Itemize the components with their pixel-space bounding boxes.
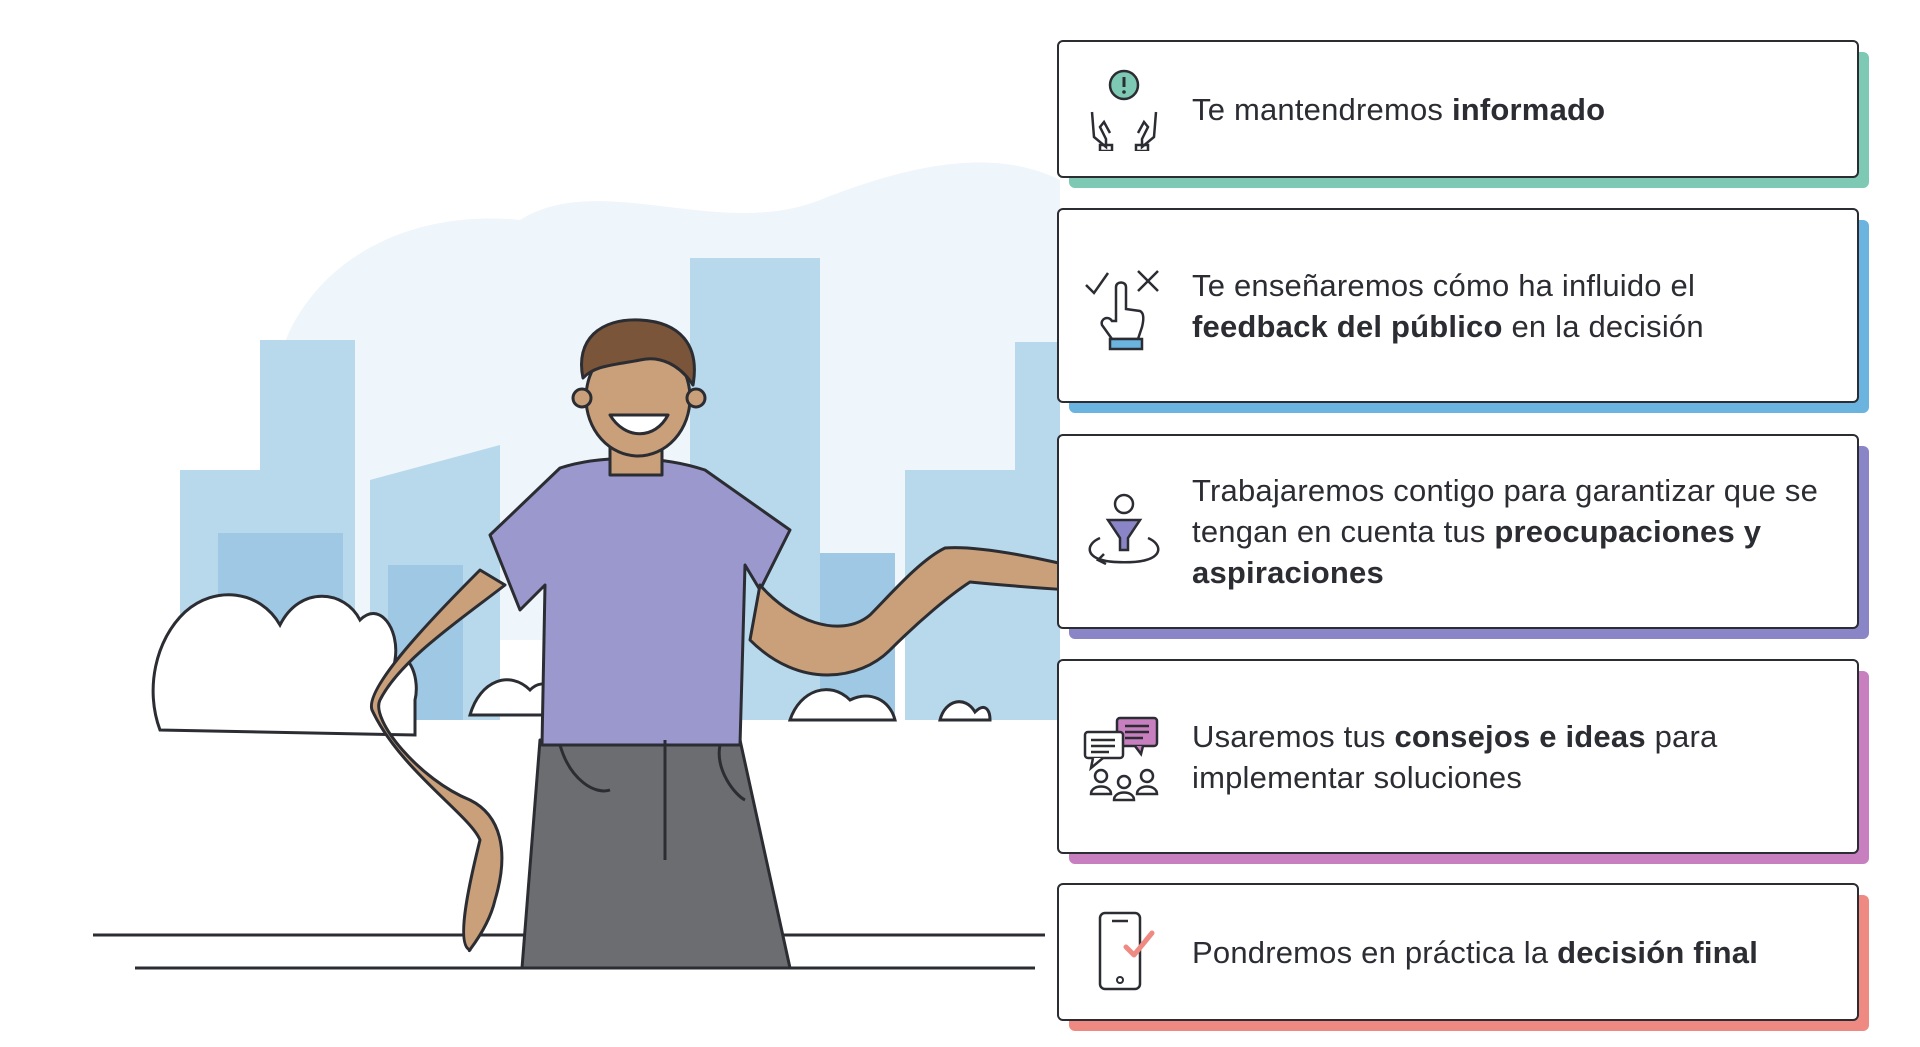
card-text: Te enseñaremos cómo ha influido el feedb… [1192,265,1837,347]
chat-group-icon [1079,712,1169,802]
hands-alert-icon [1079,64,1169,154]
card-text-segment: Te mantendremos [1192,91,1452,127]
hair [580,318,696,387]
shirt [488,457,792,747]
card-text-bold: informado [1451,91,1606,127]
card-usaremos: Usaremos tus consejos e ideas para imple… [1057,659,1869,864]
bush-small-3 [938,700,992,722]
card-trabajaremos: Trabajaremos contigo para garantizar que… [1057,434,1869,639]
card-text-bold: preocupaciones y aspiraciones [1192,514,1762,590]
card-informado: Te mantendremos informado [1057,40,1869,188]
card-text-bold: consejos e ideas [1394,718,1646,754]
card-text-bold: feedback del público [1192,308,1503,344]
card-text-segment: Usaremos tus [1192,718,1395,754]
card-pondremos: Pondremos en práctica la decisión final [1057,883,1869,1031]
card-text: Usaremos tus consejos e ideas para imple… [1192,716,1837,798]
hand-check-cross-icon [1079,261,1169,351]
card-text-segment: para implementar soluciones [1192,718,1718,795]
card-text: Pondremos en práctica la decisión final [1192,932,1837,973]
card-text-segment: Te enseñaremos cómo ha influido el [1192,267,1696,303]
left-arm [369,568,507,953]
person [369,318,1100,970]
pants [520,738,792,970]
card-text-segment: Pondremos en práctica la [1192,934,1558,970]
card-feedback: Te enseñaremos cómo ha influido el feedb… [1057,208,1869,413]
person-funnel-icon [1079,487,1169,577]
bush-small-2 [787,688,897,722]
phone-check-icon [1079,907,1169,997]
card-text: Te mantendremos informado [1192,89,1837,130]
card-text-bold: decisión final [1557,934,1759,970]
card-text-segment: en la decisión [1502,308,1704,344]
card-text: Trabajaremos contigo para garantizar que… [1192,470,1837,593]
card-text-segment: Trabajaremos contigo para garantizar que… [1192,473,1819,549]
smile [608,413,670,436]
